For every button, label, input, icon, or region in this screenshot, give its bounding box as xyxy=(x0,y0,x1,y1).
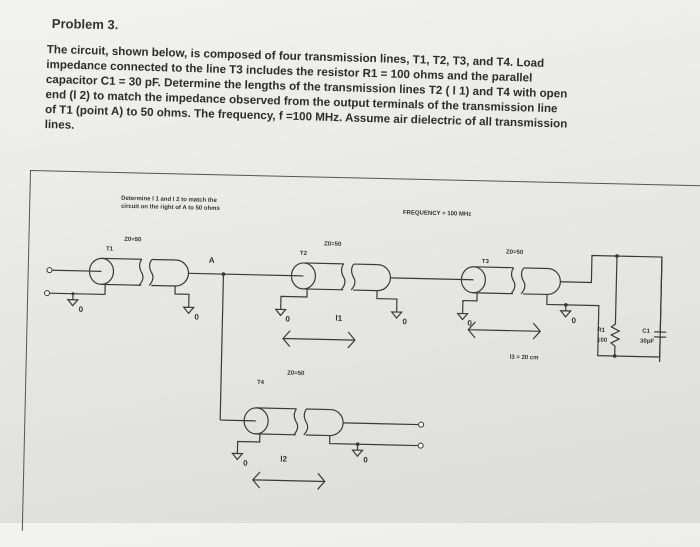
problem-page: Problem 3. The circuit, shown below, is … xyxy=(21,16,700,547)
ground-icon xyxy=(390,305,403,319)
open-end-terminal xyxy=(417,442,424,449)
l3-label: l3 = 20 cm xyxy=(510,355,539,362)
input-terminal xyxy=(46,267,53,274)
point-a-label: A xyxy=(209,256,215,265)
ground-icon xyxy=(231,446,244,461)
l2-arrow xyxy=(252,471,326,490)
c1-label: C1 xyxy=(642,329,650,335)
ground-icon xyxy=(559,304,572,318)
t4-label: T4 xyxy=(257,380,265,386)
l3-arrow xyxy=(467,321,542,340)
ground-icon xyxy=(274,302,287,317)
open-end-terminal xyxy=(418,421,425,428)
t2-label: T2 xyxy=(300,251,308,257)
t3-transmission-line xyxy=(460,265,562,296)
svg-text:0: 0 xyxy=(285,315,290,324)
circuit-diagram: Determine l 1 and l 2 to match the circu… xyxy=(43,196,667,490)
c1-capacitor-icon xyxy=(654,257,667,358)
t1-label: T1 xyxy=(106,246,114,252)
t3-z0-label: Z0=50 xyxy=(506,250,524,256)
t1-z0-label: Z0=50 xyxy=(124,237,142,243)
r1-resistor-icon xyxy=(609,256,621,357)
ground-icon xyxy=(67,292,79,307)
frequency-label: FREQUENCY = 100 MHz xyxy=(403,210,472,218)
r1-label: R1 xyxy=(597,328,605,334)
svg-text:0: 0 xyxy=(194,312,199,321)
r1-value: 100 xyxy=(597,338,608,344)
l2-label: l2 xyxy=(280,454,287,463)
svg-text:0: 0 xyxy=(363,455,368,464)
input-terminal xyxy=(43,290,50,297)
t1-transmission-line xyxy=(88,257,190,287)
t2-z0-label: Z0=50 xyxy=(324,241,342,247)
svg-text:0: 0 xyxy=(571,316,576,325)
svg-text:0: 0 xyxy=(79,305,84,314)
t3-label: T3 xyxy=(482,259,490,265)
ground-icon xyxy=(182,300,195,315)
svg-text:0: 0 xyxy=(243,459,248,468)
c1-value: 30pF xyxy=(640,339,654,345)
l1-label: l1 xyxy=(335,314,342,323)
t4-transmission-line xyxy=(243,407,345,437)
ground-icon xyxy=(351,443,364,457)
note-line-2: circuit on the right of A to 50 ohms xyxy=(121,204,221,212)
t2-transmission-line xyxy=(290,262,392,292)
l1-arrow xyxy=(282,330,356,349)
svg-text:0: 0 xyxy=(467,319,472,328)
note-line-1: Determine l 1 and l 2 to match the xyxy=(121,196,217,204)
t4-z0-label: Z0=50 xyxy=(287,371,305,377)
svg-text:0: 0 xyxy=(402,317,407,326)
ground-icon xyxy=(456,306,469,321)
